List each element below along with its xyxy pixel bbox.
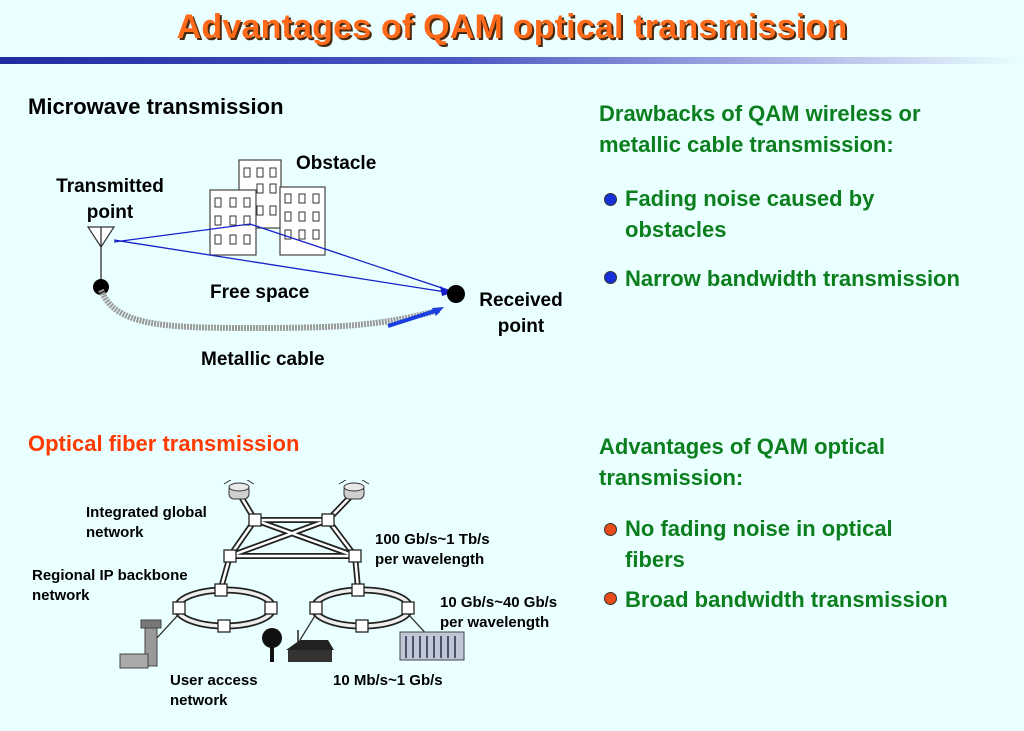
drawbacks-heading: Drawbacks of QAM wireless or metallic ca… bbox=[599, 101, 921, 157]
advantages-heading: Advantages of QAM optical transmission: bbox=[599, 434, 886, 490]
free-space-label: Free space bbox=[210, 282, 310, 303]
advantage-item-broad-bandwidth: Broad bandwidth transmission bbox=[604, 584, 1020, 615]
optical-heading: Optical fiber transmission bbox=[28, 431, 300, 456]
title-underline bbox=[0, 57, 1024, 64]
optical-network-diagram bbox=[119, 480, 465, 669]
office-building-icon bbox=[399, 631, 465, 661]
advantage-item-no-fading: No fading noise in optical fibers bbox=[604, 513, 1020, 575]
metallic-cable-label: Metallic cable bbox=[201, 349, 325, 370]
building-icon bbox=[209, 159, 326, 256]
rate-access-label: 10 Mb/s~1 Gb/s bbox=[333, 672, 443, 689]
orange-bullet-icon bbox=[604, 523, 617, 536]
microwave-heading: Microwave transmission bbox=[28, 94, 284, 119]
tower-icon bbox=[119, 619, 162, 669]
receiver-node-icon bbox=[447, 285, 465, 303]
rate-core-label: 100 Gb/s~1 Tb/s per wavelength bbox=[375, 531, 490, 568]
metallic-cable-icon bbox=[98, 288, 444, 332]
drawback-item-fading: Fading noise caused by obstacles bbox=[604, 183, 1020, 245]
transmitted-point-label: Transmitted point bbox=[56, 176, 164, 223]
antenna-icon bbox=[86, 226, 116, 295]
integrated-global-label: Integrated global network bbox=[86, 504, 207, 541]
obstacle-label: Obstacle bbox=[296, 153, 377, 174]
signal-paths bbox=[113, 223, 453, 294]
router-icon bbox=[223, 480, 255, 500]
drawback-item-bandwidth: Narrow bandwidth transmission bbox=[604, 263, 1020, 294]
slide-title: Advantages of QAM optical transmission bbox=[176, 8, 848, 46]
regional-backbone-label: Regional IP backbone network bbox=[32, 567, 188, 604]
received-point-label: Received point bbox=[479, 290, 563, 337]
rate-regional-label: 10 Gb/s~40 Gb/s per wavelength bbox=[440, 594, 558, 631]
router-icon bbox=[338, 480, 370, 500]
house-icon bbox=[262, 628, 334, 662]
blue-bullet-icon bbox=[604, 271, 617, 284]
blue-bullet-icon bbox=[604, 193, 617, 206]
microwave-diagram bbox=[86, 159, 465, 332]
user-access-label: User access network bbox=[170, 672, 258, 709]
orange-bullet-icon bbox=[604, 592, 617, 605]
